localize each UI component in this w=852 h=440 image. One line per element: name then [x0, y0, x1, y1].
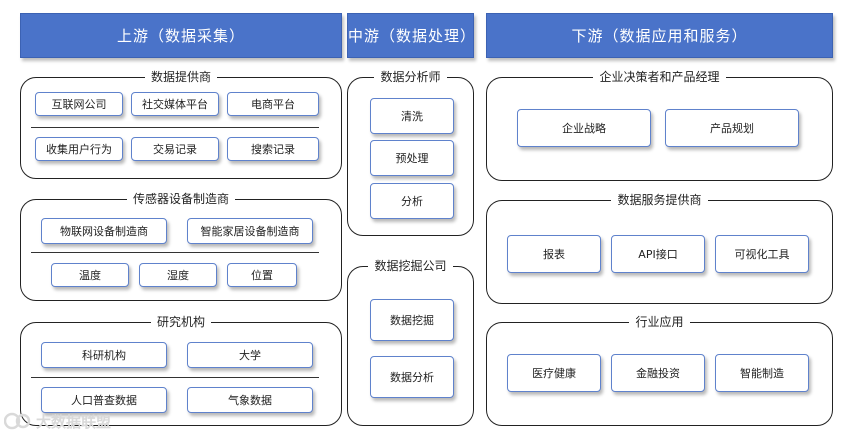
watermark-text: 大数据联盟 — [36, 412, 112, 431]
header-upstream: 上游（数据采集） — [20, 13, 342, 58]
panel-industry: 行业应用 医疗健康 金融投资 智能制造 — [486, 315, 833, 426]
box-location: 位置 — [227, 263, 297, 287]
box-data-mining: 数据挖掘 — [370, 299, 454, 341]
divider — [31, 252, 319, 253]
box-data-analysis: 数据分析 — [370, 356, 454, 398]
panel-service-providers: 数据服务提供商 报表 API接口 可视化工具 — [486, 193, 833, 304]
box-analysis: 分析 — [370, 183, 454, 219]
panel-title: 数据挖掘公司 — [368, 259, 453, 273]
panel-title: 企业决策者和产品经理 — [593, 70, 726, 84]
box-university: 大学 — [187, 342, 313, 368]
box-temperature: 温度 — [51, 263, 129, 287]
panel-title: 数据提供商 — [144, 70, 217, 84]
panel-research: 研究机构 科研机构 大学 人口普查数据 气象数据 — [20, 315, 342, 426]
panel-data-analysts: 数据分析师 清洗 预处理 分析 — [347, 70, 474, 236]
box-product-planning: 产品规划 — [665, 109, 799, 147]
watermark: 大数据联盟 — [4, 410, 111, 432]
panel-title: 传感器设备制造商 — [126, 192, 235, 206]
box-smart-manufacturing: 智能制造 — [715, 354, 809, 392]
panel-decision-makers: 企业决策者和产品经理 企业战略 产品规划 — [486, 70, 833, 181]
box-healthcare: 医疗健康 — [507, 354, 601, 392]
box-user-behavior: 收集用户行为 — [35, 137, 123, 161]
box-social-media: 社交媒体平台 — [131, 92, 219, 116]
box-research-institutes: 科研机构 — [41, 342, 167, 368]
panel-data-providers: 数据提供商 互联网公司 社交媒体平台 电商平台 收集用户行为 交易记录 搜索记录 — [20, 70, 342, 179]
box-transaction-records: 交易记录 — [131, 137, 219, 161]
box-iot-maker: 物联网设备制造商 — [41, 218, 167, 244]
box-weather-data: 气象数据 — [187, 387, 313, 413]
box-corporate-strategy: 企业战略 — [517, 109, 651, 147]
panel-sensor-makers: 传感器设备制造商 物联网设备制造商 智能家居设备制造商 温度 湿度 位置 — [20, 192, 342, 301]
panel-title: 研究机构 — [150, 315, 211, 329]
divider — [31, 127, 319, 128]
box-ecommerce: 电商平台 — [227, 92, 319, 116]
watermark-logo-icon — [4, 412, 31, 430]
box-search-records: 搜索记录 — [227, 137, 319, 161]
box-smart-home-maker: 智能家居设备制造商 — [187, 218, 313, 244]
box-visualization-tools: 可视化工具 — [715, 235, 809, 273]
box-internet-company: 互联网公司 — [35, 92, 123, 116]
box-humidity: 湿度 — [139, 263, 217, 287]
box-census-data: 人口普查数据 — [41, 387, 167, 413]
panel-title: 行业应用 — [629, 315, 690, 329]
box-api: API接口 — [611, 235, 705, 273]
box-cleaning: 清洗 — [370, 98, 454, 134]
box-finance: 金融投资 — [611, 354, 705, 392]
box-reports: 报表 — [507, 235, 601, 273]
panel-data-mining: 数据挖掘公司 数据挖掘 数据分析 — [347, 259, 474, 426]
header-midstream: 中游（数据处理） — [347, 13, 475, 58]
panel-title: 数据分析师 — [374, 70, 447, 84]
panel-title: 数据服务提供商 — [611, 193, 708, 207]
header-downstream: 下游（数据应用和服务） — [486, 13, 833, 58]
divider — [31, 377, 319, 378]
box-preprocessing: 预处理 — [370, 140, 454, 176]
